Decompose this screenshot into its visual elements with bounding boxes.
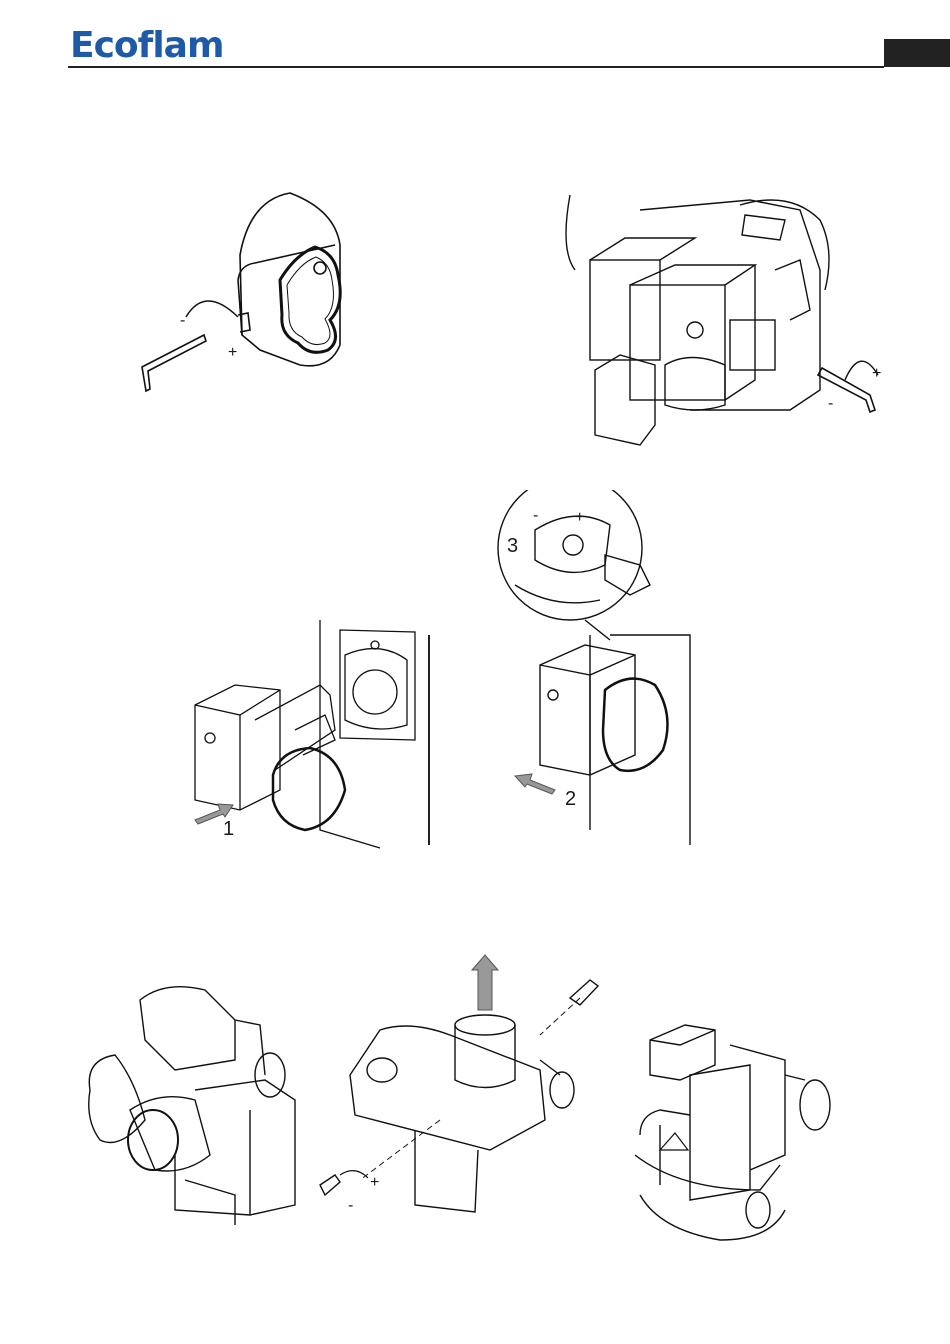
burner-left-illustration — [75, 980, 305, 1225]
page-tab-marker — [884, 39, 950, 67]
hex-key-icon — [142, 335, 206, 391]
minus-sign: - — [180, 312, 185, 329]
warning-icon — [660, 1133, 688, 1150]
burner-right-illustration — [620, 1015, 840, 1255]
step-number: 2 — [565, 788, 576, 810]
header-rule — [68, 66, 884, 68]
ecoflam-logo: Ecoflam — [70, 28, 223, 64]
minus-sign: - — [348, 1197, 353, 1214]
plus-sign: + — [575, 509, 584, 526]
figure-mounting-step-2: 2 3 + - — [495, 490, 705, 850]
plus-sign: + — [370, 1174, 379, 1191]
minus-sign: - — [828, 395, 833, 412]
hex-key-icon — [818, 368, 875, 412]
figure-cover-hex-key: - + — [130, 185, 380, 400]
mounting-step-2-illustration: 2 3 + - — [495, 490, 705, 850]
step-number: 1 — [223, 818, 234, 840]
burner-illustration: + - — [560, 190, 890, 455]
plus-sign: + — [872, 365, 881, 382]
figure-burner-hex-key: + - — [560, 190, 890, 455]
figure-burner-disassembled-center: + - — [300, 950, 600, 1215]
divider — [428, 635, 430, 845]
plus-sign: + — [228, 344, 237, 361]
figure-burner-disassembled-left — [75, 980, 305, 1225]
up-arrow-icon — [472, 955, 498, 1010]
mounting-step-1-illustration: 1 — [185, 620, 435, 850]
cover-illustration: - + — [130, 185, 380, 400]
figure-burner-assembled-right — [620, 1015, 840, 1255]
detail-step-number: 3 — [507, 535, 518, 557]
rotation-arrow-icon — [186, 301, 238, 317]
minus-sign: - — [533, 507, 538, 524]
pull-arrow-icon — [515, 774, 555, 794]
figure-mounting-step-1: 1 — [185, 620, 435, 850]
burner-center-illustration: + - — [300, 950, 600, 1215]
